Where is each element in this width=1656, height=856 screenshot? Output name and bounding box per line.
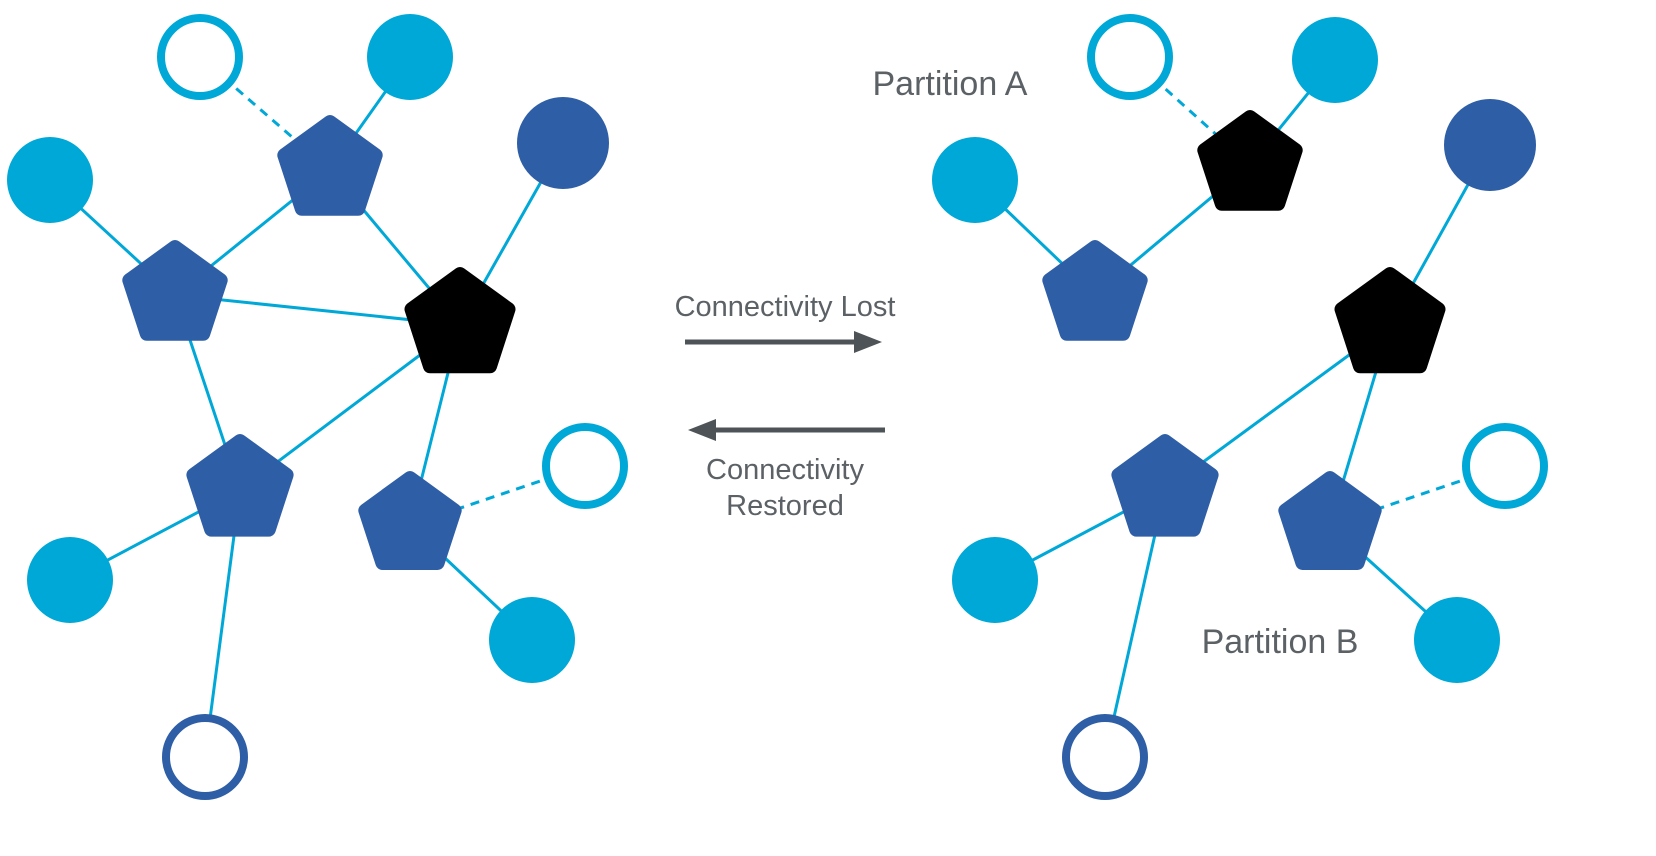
connectivity-restored-label: Connectivity Restored <box>706 452 864 525</box>
node-lp2-dark_blue-pentagon <box>122 240 228 341</box>
node-lc7-cyan-circle <box>489 597 575 683</box>
node-lc5-cyan-circle <box>27 537 113 623</box>
node-lc4-dark_blue-circle <box>517 97 609 189</box>
partition-b-label: Partition B <box>1201 622 1359 661</box>
network-after-partition <box>932 14 1548 800</box>
node-rp4-dark_blue-pentagon <box>1111 434 1219 537</box>
node-lp3-black-pentagon <box>404 267 516 374</box>
node-rp3-black-pentagon <box>1334 267 1446 374</box>
node-lc3-cyan-circle <box>7 137 93 223</box>
connectivity-restored-line2: Restored <box>726 490 844 522</box>
node-rc4-dark_blue-circle <box>1444 99 1536 191</box>
connectivity-lost-arrow <box>685 331 882 353</box>
node-rc3-cyan-circle <box>932 137 1018 223</box>
node-lp1-dark_blue-pentagon <box>277 115 383 216</box>
edge-lc1-lp1-dashed <box>199 55 331 172</box>
node-rc6-cyan-outlined-circle <box>1462 423 1548 509</box>
partition-a-label: Partition A <box>872 64 1028 103</box>
node-lc8-dark_blue-outlined-circle <box>162 714 248 800</box>
node-rc8-dark_blue-outlined-circle <box>1062 714 1148 800</box>
connectivity-restored-arrow-head <box>688 419 716 441</box>
node-rc5-cyan-circle <box>952 537 1038 623</box>
node-rp2-dark_blue-pentagon <box>1042 240 1148 341</box>
connectivity-restored-arrow <box>688 419 885 441</box>
node-lp5-dark_blue-pentagon <box>358 471 462 570</box>
node-rc7-cyan-circle <box>1414 597 1500 683</box>
node-rp5-dark_blue-pentagon <box>1278 471 1382 570</box>
node-lc1-cyan-outlined-circle <box>157 14 243 100</box>
node-rp1-black-pentagon <box>1197 110 1303 211</box>
connectivity-lost-label: Connectivity Lost <box>674 290 896 323</box>
connectivity-lost-arrow-head <box>854 331 882 353</box>
node-rc1-cyan-outlined-circle <box>1087 14 1173 100</box>
node-lc6-cyan-outlined-circle <box>542 423 628 509</box>
node-rc2-cyan-circle <box>1292 17 1378 103</box>
node-lc2-cyan-circle <box>367 14 453 100</box>
node-lp4-dark_blue-pentagon <box>186 434 294 537</box>
connectivity-restored-line1: Connectivity <box>706 453 864 486</box>
network-before-partition <box>7 14 628 800</box>
